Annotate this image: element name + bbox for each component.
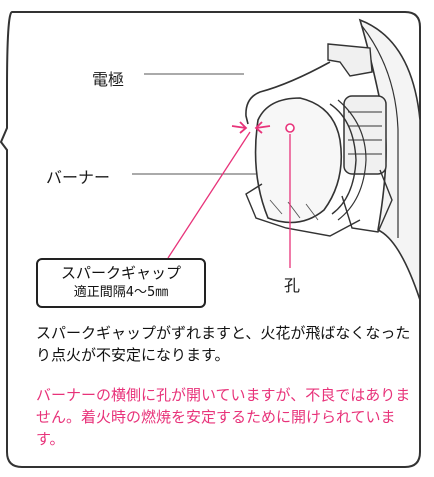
electrode-rod xyxy=(245,61,331,125)
valve-ribs xyxy=(348,111,382,155)
spark-gap-arrow-right xyxy=(254,121,271,134)
burner-ring-2 xyxy=(337,99,367,221)
electrode-bracket xyxy=(327,43,373,77)
housing-wall xyxy=(358,18,421,301)
hole-label: 孔 xyxy=(284,276,301,295)
burner-hole xyxy=(285,123,295,133)
spark-gap-title: スパークギャップ xyxy=(60,264,181,282)
frame-outline xyxy=(0,11,421,468)
valve-pipe xyxy=(341,169,393,233)
housing-inner xyxy=(361,25,399,238)
spark-gap-callout: スパークギャップ 適正間隔4～5㎜ xyxy=(36,258,206,308)
valve-body xyxy=(343,95,387,175)
spark-gap-arrow-left xyxy=(231,121,248,134)
spark-gap-spec: 適正間隔4～5㎜ xyxy=(73,285,169,300)
burner-hole-note: バーナーの横側に孔が開いていますが、不良ではありません。着火時の燃焼を安定するた… xyxy=(36,386,411,448)
spark-gap-warning: スパークギャップがずれますと、火花が飛ばなくなったり点火が不安定になります。 xyxy=(36,324,411,364)
burner-head xyxy=(254,97,343,224)
burner-ring xyxy=(329,103,357,215)
burner-mount xyxy=(245,183,361,237)
electrode-label: 電極 xyxy=(92,70,125,89)
burner-label: バーナー xyxy=(46,168,111,187)
gap-leader xyxy=(167,131,251,259)
